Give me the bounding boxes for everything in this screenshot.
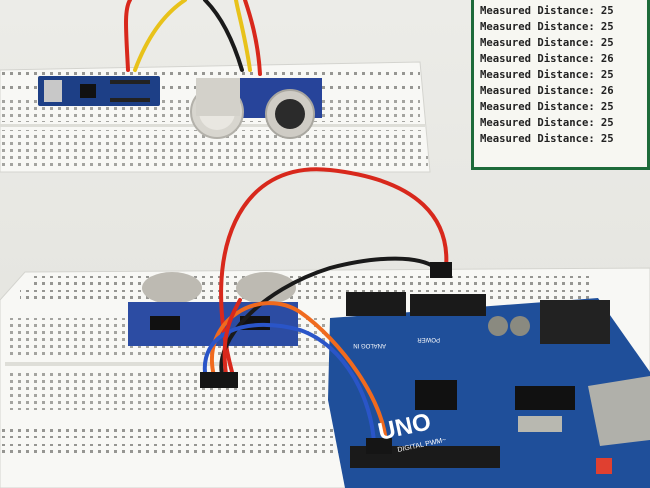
serial-line-label: Measured Distance: [480,5,595,17]
serial-line: Measured Distance: 25 [480,99,643,115]
serial-line-label: Measured Distance: [480,37,595,49]
serial-line-value: 25 [600,5,614,17]
serial-line-value: 25 [600,69,614,81]
serial-line-label: Measured Distance: [480,53,595,65]
serial-line-value: 25 [600,37,614,49]
serial-line: Measured Distance: 25 [480,3,643,19]
serial-line: Measured Distance: 25 [480,131,643,147]
arduino-nano [38,76,160,106]
serial-line-label: Measured Distance: [480,101,595,113]
serial-line: Measured Distance: 25 [480,35,643,51]
serial-line-value: 25 [600,117,614,129]
serial-line-value: 25 [600,21,614,33]
bottom-wires [202,167,449,446]
serial-line: Measured Distance: 26 [480,51,643,67]
serial-line: Measured Distance: 26 [480,83,643,99]
serial-line: Measured Distance: 25 [480,67,643,83]
serial-line-label: Measured Distance: [480,69,595,81]
top-wires [124,0,262,76]
serial-line-value: 25 [600,133,614,145]
serial-line-value: 26 [600,85,614,97]
arduino-uno [328,292,650,488]
power-label: POWER [417,336,440,342]
jumper-headers [200,262,452,454]
serial-line-label: Measured Distance: [480,117,595,129]
serial-line-label: Measured Distance: [480,21,595,33]
serial-line: Measured Distance: 25 [480,19,643,35]
serial-line-value: 26 [600,53,614,65]
serial-line-label: Measured Distance: [480,85,595,97]
serial-line-label: Measured Distance: [480,133,595,145]
serial-line-value: 25 [600,101,614,113]
ultrasonic-sensor-bottom [128,272,298,346]
serial-line: Measured Distance: 25 [480,115,643,131]
analog-label: ANALOG IN [353,342,386,348]
ultrasonic-sensor-top [190,78,322,139]
